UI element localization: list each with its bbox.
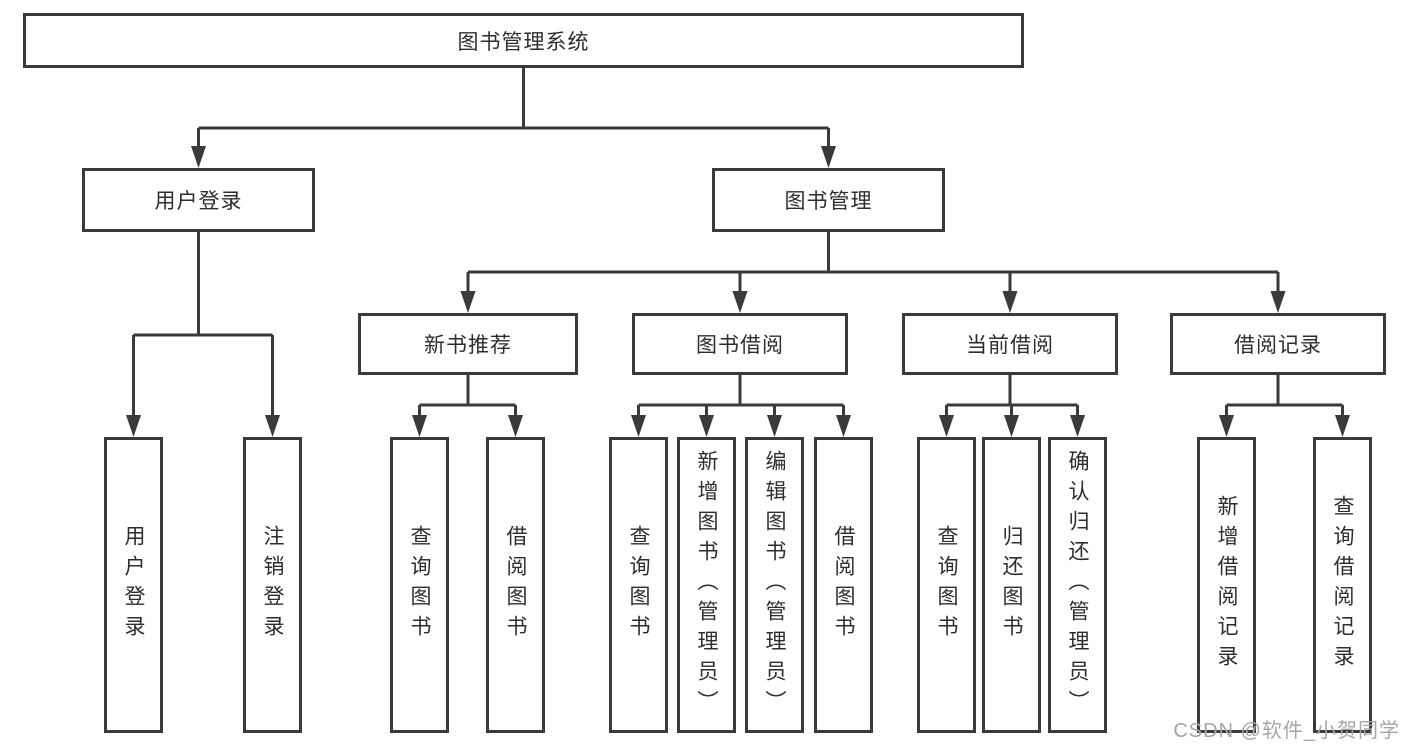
node-current-borrow: 当前借阅 (902, 313, 1118, 375)
leaf-bb-borrow-label: 借阅图书 (832, 525, 855, 645)
leaf-bb-query: 查询图书 (609, 437, 668, 733)
leaf-cb-confirm-return-admin-label: 确认归还（管理员） (1066, 450, 1089, 720)
leaf-new-book-borrow-label: 借阅图书 (504, 525, 527, 645)
leaf-bb-edit-admin-label: 编辑图书（管理员） (763, 450, 786, 720)
leaf-new-book-query: 查询图书 (390, 437, 449, 733)
node-book-borrow: 图书借阅 (632, 313, 848, 375)
node-root-label: 图书管理系统 (457, 30, 590, 54)
leaf-br-query-record: 查询借阅记录 (1313, 437, 1372, 733)
connector-user-login-children (126, 232, 280, 437)
leaf-new-book-borrow: 借阅图书 (486, 437, 545, 733)
leaf-cb-return-label: 归还图书 (1000, 525, 1023, 645)
leaf-br-query-record-label: 查询借阅记录 (1331, 495, 1354, 675)
node-user-login: 用户登录 (82, 168, 315, 232)
leaf-br-add-record: 新增借阅记录 (1197, 437, 1256, 733)
leaf-cb-confirm-return-admin: 确认归还（管理员） (1048, 437, 1107, 733)
connector-current-borrow-children (939, 375, 1085, 437)
node-new-book-recommend-label: 新书推荐 (424, 334, 512, 357)
leaf-user-login: 用户登录 (104, 437, 163, 733)
node-book-management: 图书管理 (712, 168, 945, 232)
leaf-bb-borrow: 借阅图书 (814, 437, 873, 733)
node-current-borrow-label: 当前借阅 (966, 334, 1054, 357)
connector-root-to-level2 (191, 68, 836, 168)
connector-new-book-children (412, 375, 523, 437)
leaf-new-book-query-label: 查询图书 (408, 525, 431, 645)
connector-borrow-record-children (1219, 375, 1350, 437)
leaf-bb-add-admin: 新增图书（管理员） (677, 437, 736, 733)
leaf-bb-query-label: 查询图书 (627, 525, 650, 645)
node-borrow-record: 借阅记录 (1170, 313, 1386, 375)
leaf-user-login-label: 用户登录 (122, 525, 145, 645)
node-user-login-label: 用户登录 (154, 190, 243, 213)
leaf-cb-query: 查询图书 (917, 437, 976, 733)
connector-book-borrow-children (631, 375, 851, 437)
node-borrow-record-label: 借阅记录 (1234, 334, 1322, 357)
connector-book-management-children (460, 232, 1286, 313)
node-book-management-label: 图书管理 (784, 190, 873, 213)
leaf-bb-add-admin-label: 新增图书（管理员） (695, 450, 718, 720)
leaf-cb-query-label: 查询图书 (935, 525, 958, 645)
watermark: CSDN @软件_小贺同学 (1173, 720, 1400, 742)
leaf-logout: 注销登录 (243, 437, 302, 733)
node-book-borrow-label: 图书借阅 (696, 334, 784, 357)
node-root: 图书管理系统 (23, 13, 1024, 68)
node-new-book-recommend: 新书推荐 (358, 313, 578, 375)
leaf-bb-edit-admin: 编辑图书（管理员） (745, 437, 804, 733)
leaf-br-add-record-label: 新增借阅记录 (1215, 495, 1238, 675)
leaf-logout-label: 注销登录 (261, 525, 284, 645)
leaf-cb-return: 归还图书 (982, 437, 1041, 733)
